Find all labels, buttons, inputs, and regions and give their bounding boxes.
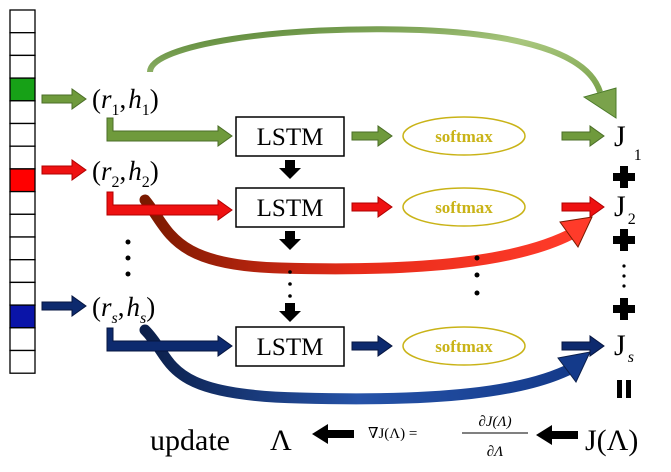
lstm-box-2: LSTM [235, 187, 345, 228]
var-r: r [101, 156, 112, 186]
input-cell-highlighted [9, 77, 36, 102]
arrow-lstm-to-softmax-1 [351, 125, 393, 147]
grad-denominator: ∂Λ [487, 444, 503, 460]
var-h: h [127, 292, 141, 322]
input-cell [9, 100, 36, 125]
j-symbol: J [614, 120, 626, 153]
input-cell [9, 54, 36, 79]
subscript: 1 [112, 102, 120, 119]
arrow-cell-to-input-1 [41, 88, 87, 110]
var-h: h [128, 84, 142, 114]
down-arrow [279, 231, 301, 250]
arrow-softmax-to-j-s [561, 335, 605, 357]
input-cell-highlighted [9, 304, 36, 329]
svg-text:J2: J2 [614, 190, 636, 228]
svg-text:J1: J1 [614, 120, 642, 164]
arrow-cell-to-input-2 [41, 159, 87, 181]
subscript: s [112, 310, 118, 327]
arrow-lstm-to-softmax-2 [351, 196, 393, 218]
subscript: 2 [112, 174, 120, 191]
ellipsis-dots-softmax [474, 255, 480, 296]
softmax-node-1: softmax [402, 116, 526, 156]
elbow-arrow-s [106, 327, 233, 357]
input-cell [9, 9, 36, 34]
var-h: h [128, 156, 142, 186]
subscript: 1 [142, 102, 150, 119]
lambda-symbol: Λ [270, 424, 292, 457]
total-loss: J(Λ) [585, 424, 638, 457]
update-label: update [150, 424, 230, 457]
output-j-1: J1 [614, 120, 642, 164]
input-tuple-2: (r2,h2) [92, 156, 159, 191]
subscript: s [140, 310, 146, 327]
ellipsis-dots-outputs [622, 264, 626, 288]
softmax-node-2: softmax [402, 187, 526, 227]
curved-arrow-blue [139, 324, 578, 405]
plus-icon [613, 166, 635, 188]
j-subscript: s [628, 349, 634, 366]
softmax-label: softmax [435, 198, 493, 217]
input-cell [9, 145, 36, 170]
input-cell [9, 281, 36, 306]
elbow-arrow-1 [106, 117, 233, 147]
ellipsis-dots-inputs [125, 239, 131, 277]
input-cell [9, 236, 36, 261]
j-subscript: 1 [634, 147, 642, 164]
grad-numerator: ∂J(Λ) [478, 414, 511, 430]
lstm-box-s: LSTM [235, 326, 345, 367]
arrow-softmax-to-j-1 [561, 125, 605, 147]
arrow-softmax-to-j-2 [561, 196, 605, 218]
down-arrow [279, 160, 301, 179]
j-symbol: J [614, 329, 626, 362]
input-tuple-1: (r1,h1) [92, 84, 159, 119]
plus-icon [613, 298, 635, 320]
equals-icon [617, 380, 631, 398]
curved-arrow-green [147, 26, 603, 94]
j-subscript: 2 [628, 211, 636, 228]
arrow-left-to-lambda [312, 424, 354, 444]
ellipsis-dots-lstm [288, 270, 292, 298]
input-cell [9, 327, 36, 352]
j-symbol: J [614, 190, 626, 223]
input-tuple-s: (rs,hs) [92, 292, 155, 327]
input-cell [9, 259, 36, 284]
input-cell [9, 32, 36, 57]
arrow-cell-to-input-s [41, 295, 87, 317]
grad-lhs: ∇J(Λ) = [368, 426, 417, 442]
lstm-label: LSTM [257, 124, 324, 151]
input-cell [9, 122, 36, 147]
input-cell-highlighted [9, 168, 36, 193]
softmax-node-s: softmax [402, 326, 526, 366]
input-cell [9, 213, 36, 238]
input-cell-strip [9, 9, 36, 374]
var-r: r [101, 84, 112, 114]
curved-arrow-green-head [582, 87, 617, 119]
input-cell [9, 349, 36, 374]
softmax-label: softmax [435, 337, 493, 356]
lstm-box-1: LSTM [235, 116, 345, 157]
arrow-left-to-formula [536, 425, 578, 445]
svg-text:(r2,h2): (r2,h2) [92, 156, 159, 191]
curved-arrow-blue-head [557, 351, 591, 383]
gradient-formula: ∇J(Λ) = ∂J(Λ) ∂Λ [368, 414, 528, 460]
var-r: r [101, 292, 112, 322]
svg-text:(r1,h1): (r1,h1) [92, 84, 159, 119]
elbow-arrow-2 [106, 191, 233, 221]
subscript: 2 [142, 174, 150, 191]
svg-text:Js: Js [614, 329, 634, 366]
input-cell [9, 190, 36, 215]
arrow-lstm-to-softmax-s [351, 335, 393, 357]
lstm-label: LSTM [257, 195, 324, 222]
curved-arrow-red [139, 194, 581, 275]
softmax-label: softmax [435, 127, 493, 146]
down-arrow [279, 303, 301, 322]
svg-text:(rs,hs): (rs,hs) [92, 292, 155, 327]
plus-icon [613, 229, 635, 251]
lstm-label: LSTM [257, 334, 324, 361]
curved-arrow-red-head [559, 216, 593, 248]
